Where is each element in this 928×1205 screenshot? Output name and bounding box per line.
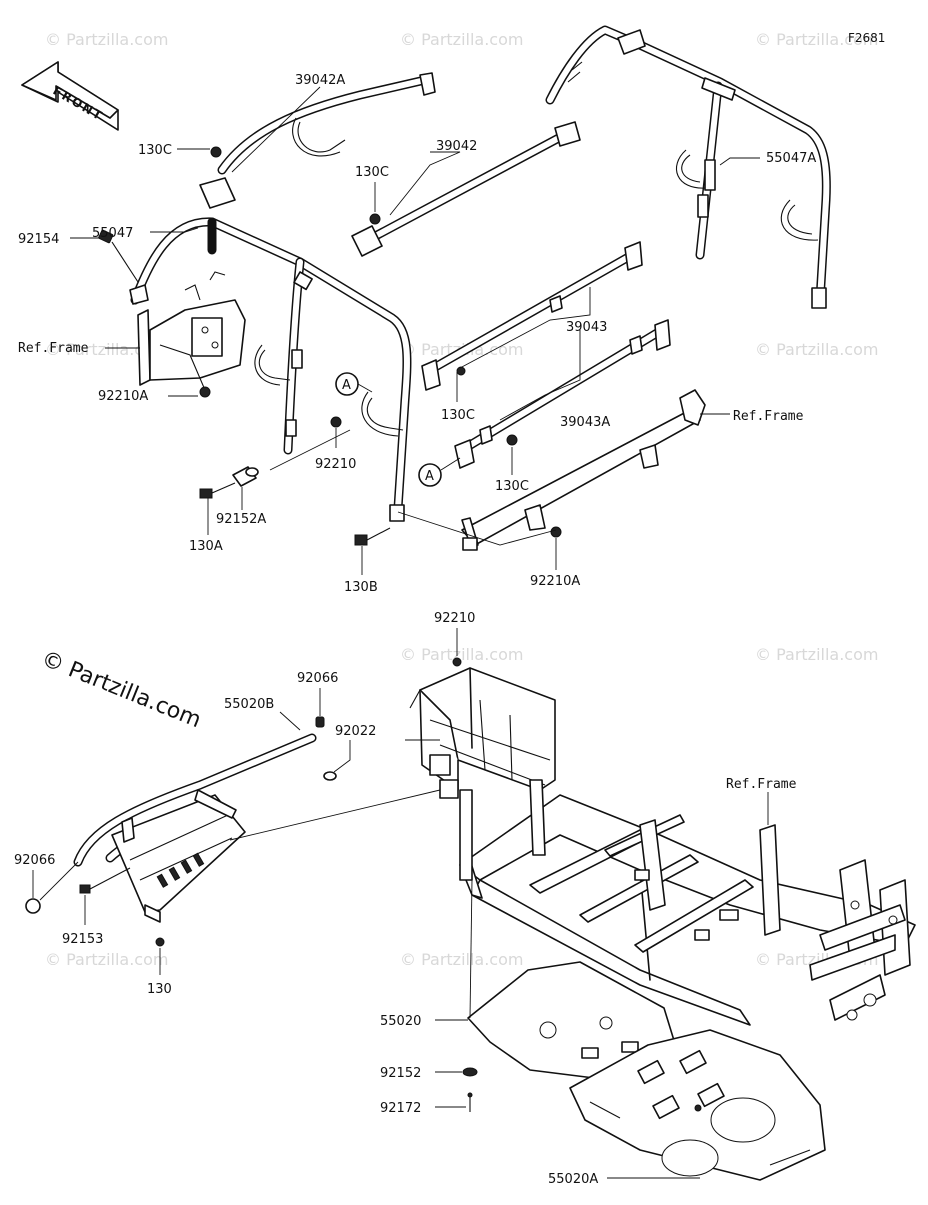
watermark: © Partzilla.com	[45, 340, 168, 359]
watermark: © Partzilla.com	[45, 950, 168, 969]
label-ref-frame: Ref.Frame	[733, 409, 804, 424]
watermark: © Partzilla.com	[45, 30, 168, 49]
label-130C: 130C	[355, 165, 389, 180]
leader-lines-lower	[32, 628, 769, 1179]
bolt-130B	[354, 527, 391, 546]
nut-92210	[452, 657, 462, 667]
cap-92066	[25, 898, 41, 914]
callout-letter: A	[342, 378, 351, 393]
label-ref-frame: Ref.Frame	[726, 777, 797, 792]
main-frame	[405, 667, 916, 1026]
label-92210A: 92210A	[530, 574, 580, 589]
callout-circle-a-icon: A	[418, 457, 461, 487]
label-55020B: 55020B	[224, 697, 274, 712]
roll-cage-front-55047	[130, 217, 412, 522]
bolt-130A	[199, 482, 236, 499]
frame-rail-right	[461, 389, 706, 551]
label-55047: 55047	[92, 226, 133, 241]
washer-92022	[323, 771, 337, 781]
label-92210: 92210	[315, 457, 356, 472]
nut-92210A	[550, 526, 562, 538]
grommet-92152	[462, 1067, 478, 1077]
label-130B: 130B	[344, 580, 378, 595]
nut-92210	[330, 416, 342, 428]
label-92066: 92066	[297, 671, 338, 686]
label-92066: 92066	[14, 853, 55, 868]
label-ref-frame: Ref.Frame	[18, 341, 89, 356]
label-92154: 92154	[18, 232, 59, 247]
nut-130C	[506, 434, 518, 446]
label-39043: 39043	[566, 320, 607, 335]
label-92210A: 92210A	[98, 389, 148, 404]
cross-bar-39042A	[199, 72, 436, 209]
nut-130	[155, 937, 165, 947]
label-39042A: 39042A	[295, 73, 345, 88]
front-direction-arrow-icon: FRONT	[21, 61, 119, 131]
label-39042: 39042	[436, 139, 477, 154]
label-55020A: 55020A	[548, 1172, 598, 1187]
watermark: © Partzilla.com	[400, 950, 523, 969]
label-92210: 92210	[434, 611, 475, 626]
roll-cage-rear-55047A	[545, 25, 831, 309]
label-92152: 92152	[380, 1066, 421, 1081]
label-55047A: 55047A	[766, 151, 816, 166]
bolt-92154	[98, 229, 149, 305]
label-130C: 130C	[441, 408, 475, 423]
front-guard-55020B	[73, 733, 317, 923]
label-55020: 55020	[380, 1014, 421, 1029]
brand-logo-text: © Partzilla.com	[38, 646, 205, 733]
skid-plate-55020	[467, 961, 681, 1081]
clip-92066	[315, 716, 325, 728]
callout-circle-a-icon: A	[335, 372, 373, 396]
callout-letter: A	[425, 469, 434, 484]
cross-bar-39042	[351, 121, 581, 257]
watermark: © Partzilla.com	[400, 30, 523, 49]
nut-130C	[456, 366, 466, 376]
label-130C: 130C	[138, 143, 172, 158]
skid-plate-55020A	[569, 1029, 826, 1181]
figure-code: F2681	[848, 31, 885, 45]
watermark: © Partzilla.com	[755, 340, 878, 359]
fasteners-upper	[199, 146, 562, 546]
collar-92152A	[232, 466, 259, 487]
label-130C: 130C	[495, 479, 529, 494]
label-92153: 92153	[62, 932, 103, 947]
watermark: © Partzilla.com	[755, 645, 878, 664]
watermark: © Partzilla.com	[755, 30, 878, 49]
label-39043A: 39043A	[560, 415, 610, 430]
label-130A: 130A	[189, 539, 223, 554]
label-92022: 92022	[335, 724, 376, 739]
nut-130C	[210, 146, 222, 158]
frame-bracket-left	[137, 271, 246, 398]
watermark: © Partzilla.com	[400, 645, 523, 664]
nut-130C	[369, 213, 381, 225]
label-92172: 92172	[380, 1101, 421, 1116]
cross-bar-39043A	[454, 319, 671, 469]
label-92152A: 92152A	[216, 512, 266, 527]
cross-bar-39043	[421, 241, 643, 391]
label-130: 130	[147, 982, 172, 997]
leader-lines-upper	[70, 86, 760, 575]
part-labels: 39042A 130C 130C 39042 55047 55047A 9215…	[14, 73, 816, 1187]
fasteners-lower	[25, 657, 478, 1112]
bolt-92153	[79, 867, 131, 894]
